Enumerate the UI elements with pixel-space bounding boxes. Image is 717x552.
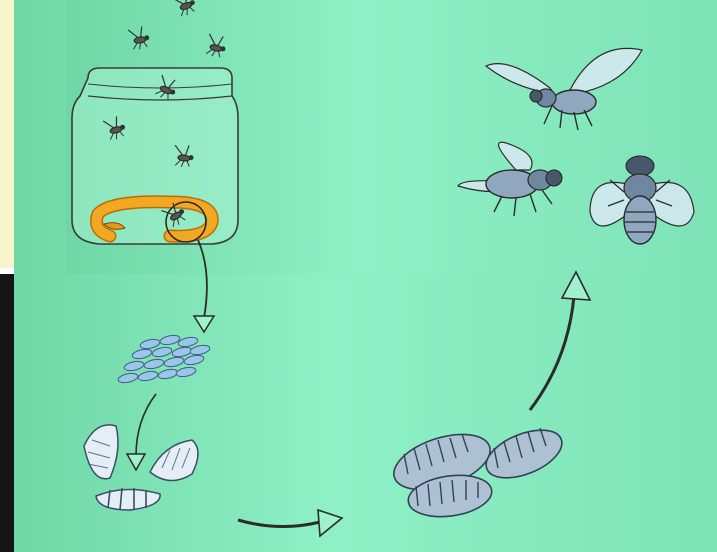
fly-life-cycle-diagram — [0, 0, 717, 552]
